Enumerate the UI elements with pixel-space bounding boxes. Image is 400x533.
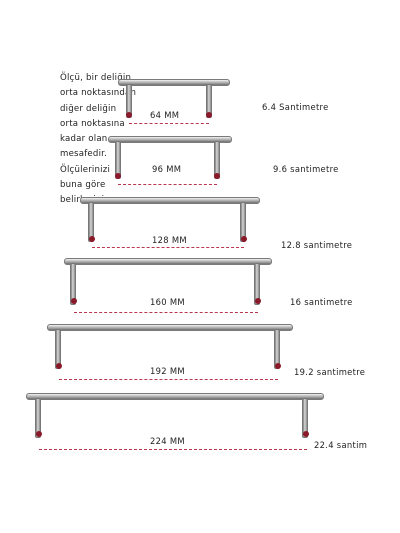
cm-label: 19.2 santimetre	[294, 367, 366, 377]
note-line: diğer deliğin	[60, 103, 117, 114]
measure-line	[74, 312, 258, 313]
handle-leg	[35, 398, 41, 438]
mm-label: 160 MM	[150, 297, 185, 307]
measure-line	[59, 379, 278, 380]
hole-dot	[206, 112, 212, 118]
measure-line	[92, 247, 244, 248]
measure-line	[39, 449, 307, 450]
handle-bar	[108, 136, 232, 143]
note-line: kadar olan	[60, 134, 108, 145]
handle-bar	[47, 324, 293, 331]
note-line: Ölçülerinizi	[60, 164, 111, 175]
note-line: orta noktasına	[60, 118, 125, 129]
handle-bar	[80, 197, 260, 204]
hole-dot	[56, 363, 62, 369]
mm-label: 64 MM	[150, 110, 180, 120]
hole-dot	[115, 173, 121, 179]
note-line: buna göre	[60, 180, 106, 191]
handle-bar	[26, 393, 324, 400]
cm-label: 6.4 Santimetre	[262, 102, 329, 112]
handle-leg	[70, 263, 76, 305]
hole-dot	[36, 431, 42, 437]
cm-label: 12.8 santimetre	[281, 240, 353, 250]
cm-label: 16 santimetre	[290, 297, 353, 307]
handle-leg	[254, 263, 260, 305]
hole-dot	[71, 298, 77, 304]
cm-label: 9.6 santimetre	[273, 164, 339, 174]
hole-dot	[126, 112, 132, 118]
mm-label: 128 MM	[152, 235, 187, 245]
note-line: orta noktasından	[60, 88, 137, 99]
handle-bar	[64, 258, 272, 265]
note-line: Ölçü, bir deliğin	[60, 73, 132, 83]
hole-dot	[303, 431, 309, 437]
hole-dot	[89, 236, 95, 242]
mm-label: 192 MM	[150, 366, 185, 376]
hole-dot	[275, 363, 281, 369]
mm-label: 224 MM	[150, 436, 185, 446]
note-line: mesafedir.	[60, 149, 108, 160]
measure-line	[118, 184, 217, 185]
handle-bar	[118, 79, 230, 86]
mm-label: 96 MM	[152, 164, 182, 174]
hole-dot	[241, 236, 247, 242]
cm-label: 22.4 santim	[314, 440, 368, 450]
handle-leg	[302, 398, 308, 438]
hole-dot	[255, 298, 261, 304]
hole-dot	[214, 173, 220, 179]
measure-line	[129, 123, 209, 124]
